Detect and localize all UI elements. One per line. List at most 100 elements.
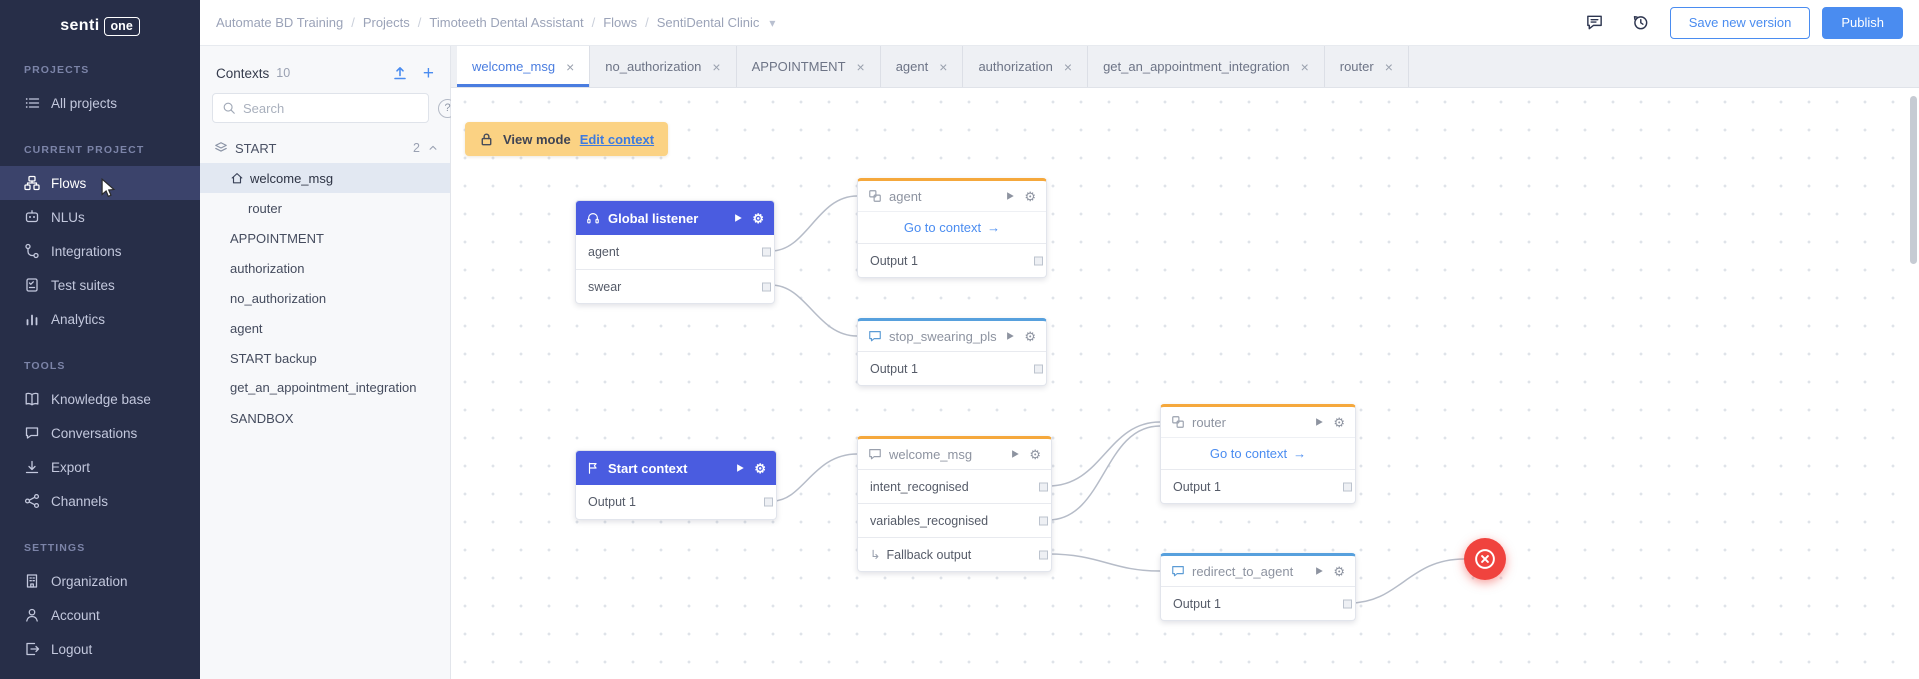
chevron-down-icon[interactable]: ▾	[769, 15, 776, 30]
gear-icon[interactable]: ⚙	[1333, 563, 1345, 579]
close-icon[interactable]: ×	[1063, 58, 1073, 75]
tab-welcome-msg[interactable]: welcome_msg ×	[457, 46, 591, 87]
tab-get-an-appointment-integration[interactable]: get_an_appointment_integration ×	[1088, 46, 1325, 87]
output-port[interactable]	[764, 497, 773, 507]
search-input[interactable]	[243, 100, 419, 116]
context-item-sandbox[interactable]: SANDBOX	[200, 403, 450, 433]
context-item-welcome-msg[interactable]: welcome_msg	[200, 163, 450, 193]
play-icon[interactable]	[1005, 331, 1015, 341]
sidebar: senti one PROJECTS All projects CURRENT …	[0, 0, 200, 679]
add-context-icon[interactable]: +	[422, 62, 434, 84]
sidebar-item-nlus[interactable]: NLUs	[0, 200, 200, 234]
play-icon[interactable]	[1314, 566, 1324, 576]
sidebar-item-account[interactable]: Account	[0, 598, 200, 632]
output-port[interactable]	[1343, 482, 1352, 491]
gear-icon[interactable]: ⚙	[754, 460, 766, 476]
breadcrumb-item[interactable]: Flows	[603, 15, 638, 30]
context-item-agent[interactable]: agent	[200, 313, 450, 343]
sidebar-section-current-project: CURRENT PROJECT	[24, 144, 145, 156]
node-agent[interactable]: agent ⚙ Go to context → Output 1	[857, 178, 1047, 278]
tab-no-authorization[interactable]: no_authorization ×	[590, 46, 737, 87]
edit-context-link[interactable]: Edit context	[579, 131, 655, 147]
close-icon[interactable]: ×	[566, 58, 575, 75]
output-port[interactable]	[1039, 550, 1048, 559]
save-new-version-button[interactable]: Save new version	[1669, 6, 1811, 39]
node-start-context[interactable]: Start context ⚙ Output 1	[575, 450, 777, 520]
tab-authorization[interactable]: authorization ×	[963, 46, 1089, 87]
flow-canvas[interactable]: View mode Edit context Global listener ⚙	[451, 88, 1919, 679]
context-group-start[interactable]: START 2	[200, 133, 450, 163]
sidebar-item-analytics[interactable]: Analytics	[0, 302, 200, 336]
context-item-get-appointment[interactable]: get_an_appointment_integration	[200, 373, 450, 403]
node-welcome-msg[interactable]: welcome_msg ⚙ intent_recognised variable…	[857, 436, 1052, 572]
play-icon[interactable]	[1314, 417, 1324, 427]
context-item-authorization[interactable]: authorization	[200, 253, 450, 283]
gear-icon[interactable]: ⚙	[1333, 414, 1345, 430]
context-item-start-backup[interactable]: START backup	[200, 343, 450, 373]
topbar-actions: Save new version Publish	[1578, 6, 1903, 40]
close-icon[interactable]: ×	[712, 58, 721, 75]
tab-bar: welcome_msg × no_authorization × APPOINT…	[451, 46, 1919, 88]
chevron-up-icon[interactable]	[428, 143, 438, 153]
gear-icon[interactable]: ⚙	[1024, 328, 1036, 344]
context-item-no-authorization[interactable]: no_authorization	[200, 283, 450, 313]
canvas-vertical-scrollbar[interactable]	[1910, 96, 1917, 264]
node-router[interactable]: router ⚙ Go to context → Output 1	[1160, 404, 1356, 504]
publish-button[interactable]: Publish	[1822, 6, 1903, 39]
sidebar-item-integrations[interactable]: Integrations	[0, 234, 200, 268]
go-to-context-link[interactable]: Go to context →	[1161, 437, 1355, 469]
gear-icon[interactable]: ⚙	[1024, 188, 1036, 204]
breadcrumb-item[interactable]: Projects	[362, 15, 410, 30]
play-icon[interactable]	[1010, 449, 1020, 459]
node-redirect-to-agent[interactable]: redirect_to_agent ⚙ Output 1	[1160, 553, 1356, 621]
node-global-listener[interactable]: Global listener ⚙ agent swear	[575, 200, 775, 304]
breadcrumb-item-current[interactable]: SentiDental Clinic	[656, 15, 760, 30]
close-icon[interactable]: ×	[1384, 58, 1393, 75]
close-icon[interactable]: ×	[939, 58, 948, 75]
close-icon[interactable]: ×	[856, 58, 865, 75]
sentione-logo[interactable]: senti one	[0, 0, 200, 52]
output-port[interactable]	[762, 247, 771, 257]
sidebar-item-all-projects[interactable]: All projects	[0, 86, 200, 120]
context-item-appointment[interactable]: APPOINTMENT	[200, 223, 450, 253]
gear-icon[interactable]: ⚙	[752, 210, 764, 226]
breadcrumb-item[interactable]: Automate BD Training	[216, 15, 344, 30]
sidebar-item-channels[interactable]: Channels	[0, 484, 200, 518]
gear-icon[interactable]: ⚙	[1029, 446, 1041, 462]
play-icon[interactable]	[1005, 191, 1015, 201]
play-icon[interactable]	[733, 213, 743, 223]
play-icon[interactable]	[735, 463, 745, 473]
output-row: agent	[576, 235, 774, 269]
context-item-router[interactable]: router	[200, 193, 450, 223]
chat-icon[interactable]	[1578, 6, 1612, 40]
message-icon	[868, 329, 882, 343]
node-header: router ⚙	[1161, 407, 1355, 437]
go-to-context-link[interactable]: Go to context →	[858, 211, 1046, 243]
upload-context-icon[interactable]	[392, 65, 408, 81]
sidebar-item-logout[interactable]: Logout	[0, 632, 200, 666]
output-port[interactable]	[762, 282, 771, 291]
output-port[interactable]	[1039, 516, 1048, 525]
sidebar-item-knowledge-base[interactable]: Knowledge base	[0, 382, 200, 416]
output-port[interactable]	[1034, 364, 1043, 373]
sidebar-item-flows[interactable]: Flows	[0, 166, 200, 200]
tab-appointment[interactable]: APPOINTMENT ×	[737, 46, 881, 87]
sidebar-item-test-suites[interactable]: Test suites	[0, 268, 200, 302]
sidebar-item-conversations[interactable]: Conversations	[0, 416, 200, 450]
output-port[interactable]	[1039, 482, 1048, 491]
sidebar-item-organization[interactable]: Organization	[0, 564, 200, 598]
end-conversation-button[interactable]	[1464, 538, 1506, 580]
breadcrumb-item[interactable]: Timoteeth Dental Assistant	[429, 15, 584, 30]
node-title: stop_swearing_pls	[889, 328, 997, 344]
close-icon[interactable]: ×	[1300, 58, 1309, 75]
history-icon[interactable]	[1624, 6, 1658, 40]
output-port[interactable]	[1034, 256, 1043, 265]
tab-agent[interactable]: agent ×	[881, 46, 964, 87]
sidebar-item-export[interactable]: Export	[0, 450, 200, 484]
context-icon	[868, 189, 882, 203]
node-title: agent	[889, 188, 922, 204]
tab-router[interactable]: router ×	[1325, 46, 1409, 87]
node-stop-swearing-pls[interactable]: stop_swearing_pls ⚙ Output 1	[857, 318, 1047, 386]
output-row: Output 1	[858, 243, 1046, 277]
output-port[interactable]	[1343, 599, 1352, 608]
